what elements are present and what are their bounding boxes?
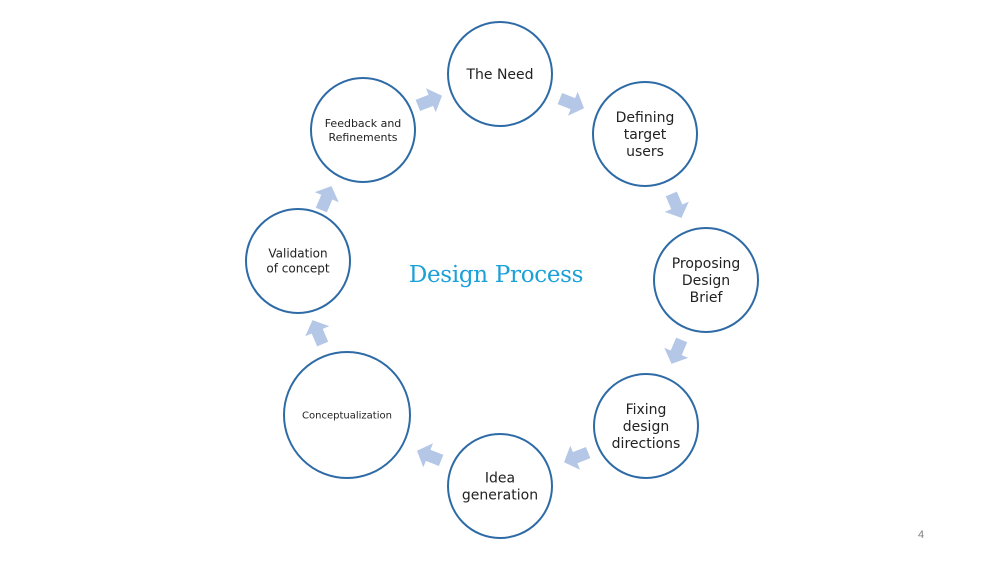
step-label-line: users [626,144,664,160]
step-label-line: Fixing [626,402,667,418]
flow-arrow-icon [415,88,442,113]
diagram-title: Design Process [408,262,584,288]
step-label-line: The Need [465,67,533,83]
step-label-line: of concept [266,262,330,276]
step-circle [593,373,699,479]
flow-arrow-icon [305,320,330,347]
flow-arrow-icon [664,191,689,218]
step-label-line: directions [612,436,681,452]
page-number: 4 [917,529,925,541]
step-circle [245,208,351,314]
step-label-line: Defining [616,110,675,126]
process-step-the-need: The Need [447,21,553,127]
step-circle [447,433,553,539]
flow-arrow-icon [564,445,591,470]
flow-arrow-icon [664,337,689,364]
step-label-line: Conceptualization [302,411,392,422]
flow-arrow-icon [417,443,444,468]
step-label-line: target [624,127,667,143]
flow-arrow-icon [314,186,339,213]
step-circle [310,77,416,183]
process-step-conceptualization: Conceptualization [283,351,411,479]
step-label-line: Feedback and [325,117,402,130]
step-label-line: design [623,419,669,435]
step-label-line: Proposing [672,256,741,272]
step-circle [447,21,553,127]
step-label-line: Brief [690,290,724,306]
step-circle [283,351,411,479]
step-circle [592,81,698,187]
step-label-line: Refinements [328,131,397,144]
flow-arrow-icon [557,91,584,116]
step-circle [653,227,759,333]
step-label-line: Validation [268,247,327,261]
step-label-line: Design [682,273,730,289]
step-label-line: Idea [485,470,515,486]
step-label-line: generation [462,487,538,503]
